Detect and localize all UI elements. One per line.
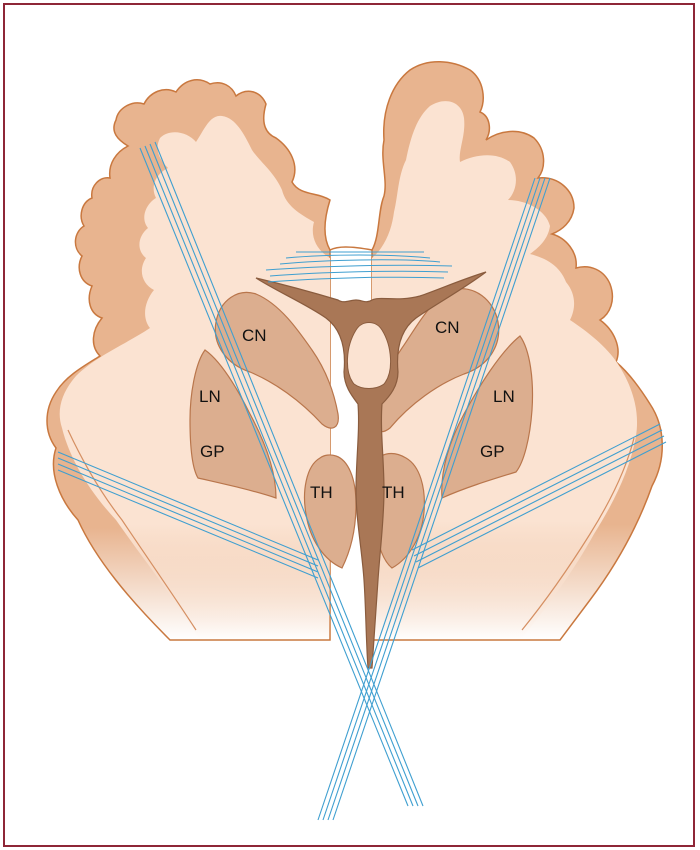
label-gp-left: GP bbox=[200, 442, 225, 461]
label-cn-right: CN bbox=[435, 318, 460, 337]
label-th-right: TH bbox=[382, 483, 405, 502]
label-cn-left: CN bbox=[242, 326, 267, 345]
interhemispheric-fissure bbox=[330, 247, 372, 250]
label-ln-right: LN bbox=[493, 387, 515, 406]
label-th-left: TH bbox=[310, 483, 333, 502]
label-gp-right: GP bbox=[480, 442, 505, 461]
label-ln-left: LN bbox=[199, 387, 221, 406]
